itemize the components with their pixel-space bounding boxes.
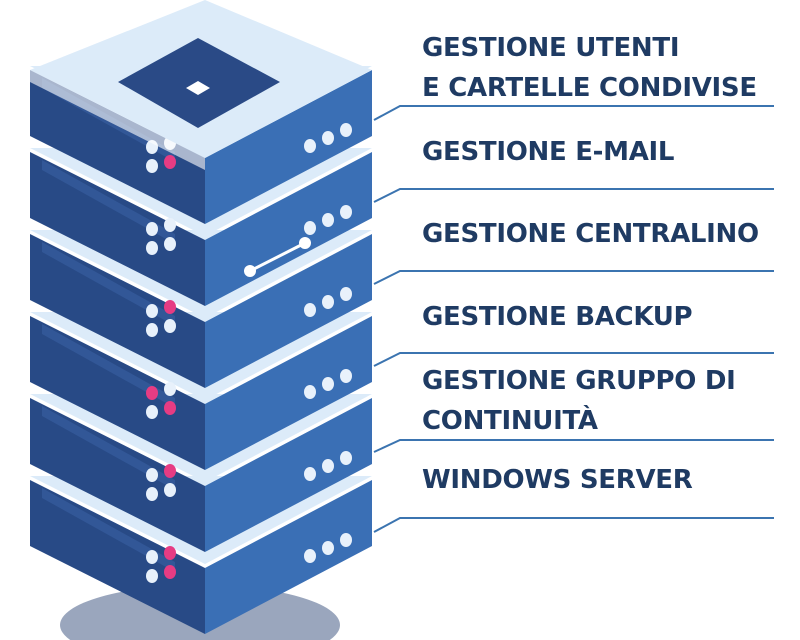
- led-indicator-icon: [146, 550, 158, 564]
- led-indicator-icon: [164, 565, 176, 579]
- led-indicator-icon: [304, 385, 316, 399]
- led-indicator-icon: [146, 405, 158, 419]
- leader-line: [373, 439, 774, 453]
- service-label-backup: GESTIONE BACKUP: [422, 297, 693, 337]
- led-indicator-icon: [322, 131, 334, 145]
- led-indicator-icon: [322, 377, 334, 391]
- leader-lines: [373, 105, 774, 533]
- led-indicator-icon: [164, 464, 176, 478]
- server-unit-front-face: [30, 398, 205, 552]
- server-unit-side-face: [205, 234, 372, 388]
- service-label-line: GESTIONE BACKUP: [422, 302, 693, 332]
- led-indicator-icon: [304, 549, 316, 563]
- service-label-windows-server: WINDOWS SERVER: [422, 460, 693, 500]
- server-unit-front-face: [30, 480, 205, 634]
- server-unit-highlight: [42, 488, 175, 572]
- server-top-edge: [30, 70, 205, 170]
- led-indicator-icon: [164, 319, 176, 333]
- led-indicator-icon: [340, 205, 352, 219]
- led-indicator-icon: [304, 303, 316, 317]
- server-unit-side-face: [205, 480, 372, 634]
- service-label-line: GESTIONE CENTRALINO: [422, 219, 759, 249]
- led-indicator-icon: [322, 213, 334, 227]
- server-unit-front-face: [30, 234, 205, 388]
- led-indicator-icon: [322, 459, 334, 473]
- server-unit-side-face: [205, 398, 372, 552]
- led-indicator-icon: [164, 237, 176, 251]
- leader-line: [373, 188, 774, 203]
- service-label-line: GESTIONE UTENTI: [422, 33, 680, 63]
- led-indicator-icon: [146, 304, 158, 318]
- led-indicator-icon: [146, 222, 158, 236]
- led-indicator-icon: [164, 401, 176, 415]
- server-unit-highlight: [42, 242, 175, 326]
- server-unit-highlight: [42, 406, 175, 490]
- server-unit-front-face: [30, 316, 205, 470]
- led-indicator-icon: [322, 295, 334, 309]
- service-label-line: GESTIONE GRUPPO DI: [422, 366, 736, 396]
- server-unit-highlight: [42, 160, 175, 244]
- service-label-users-shares: GESTIONE UTENTI E CARTELLE CONDIVISE: [422, 28, 757, 108]
- led-indicator-icon: [164, 483, 176, 497]
- leader-line: [373, 517, 774, 533]
- server-top-cap: [30, 0, 372, 277]
- led-indicator-icon: [340, 123, 352, 137]
- service-label-line: E CARTELLE CONDIVISE: [422, 73, 757, 103]
- led-indicator-icon: [164, 300, 176, 314]
- led-indicator-icon: [304, 139, 316, 153]
- led-indicator-icon: [164, 155, 176, 169]
- led-indicator-icon: [164, 546, 176, 560]
- led-indicator-icon: [146, 569, 158, 583]
- led-indicator-icon: [322, 541, 334, 555]
- server-unit-side-face: [205, 70, 372, 224]
- leader-line: [373, 105, 774, 121]
- server-top-inset-mark: [186, 81, 210, 95]
- service-label-ups: GESTIONE GRUPPO DI CONTINUITÀ: [422, 361, 736, 441]
- server-unit-front-face: [30, 152, 205, 306]
- cable-end: [244, 265, 256, 277]
- led-indicator-icon: [146, 487, 158, 501]
- led-indicator-icon: [146, 159, 158, 173]
- service-label-line: CONTINUITÀ: [422, 406, 598, 436]
- service-label-line: WINDOWS SERVER: [422, 465, 693, 495]
- led-indicator-icon: [146, 241, 158, 255]
- led-indicator-icon: [304, 467, 316, 481]
- led-indicator-icon: [146, 468, 158, 482]
- led-indicator-icon: [340, 451, 352, 465]
- server-unit-front-face: [30, 70, 205, 224]
- server-unit-highlight: [42, 324, 175, 408]
- led-indicator-icon: [146, 386, 158, 400]
- server-unit-side-face: [205, 316, 372, 470]
- led-indicator-icon: [164, 218, 176, 232]
- led-indicator-icon: [340, 287, 352, 301]
- leader-line: [373, 352, 774, 367]
- led-indicator-icon: [304, 221, 316, 235]
- service-label-switchboard: GESTIONE CENTRALINO: [422, 214, 759, 254]
- led-indicator-icon: [146, 323, 158, 337]
- led-indicator-icon: [340, 533, 352, 547]
- led-indicator-icon: [164, 382, 176, 396]
- service-label-line: GESTIONE E-MAIL: [422, 137, 675, 167]
- service-label-email: GESTIONE E-MAIL: [422, 132, 675, 172]
- cable-icon: [249, 241, 306, 273]
- cable-end: [299, 237, 311, 249]
- leader-line: [373, 270, 774, 285]
- led-indicator-icon: [340, 369, 352, 383]
